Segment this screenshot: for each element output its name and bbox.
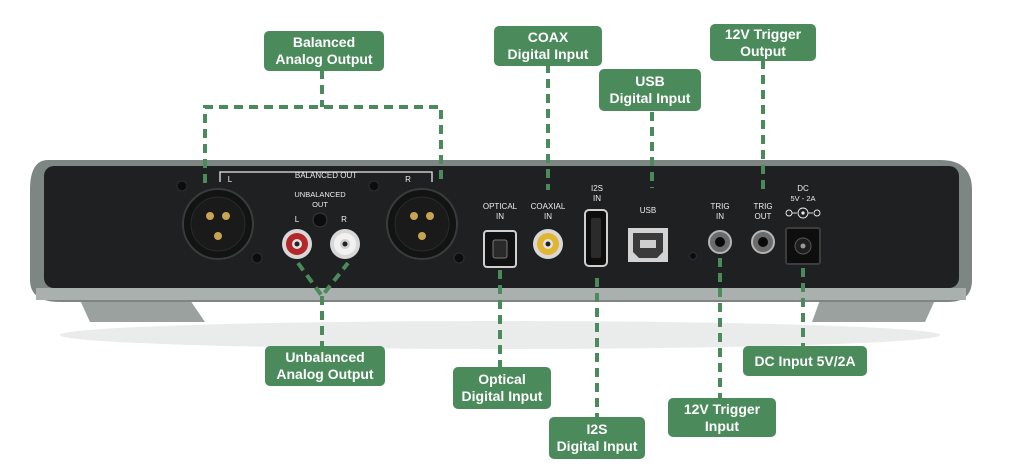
unbalanced-out-text-2: OUT [312, 200, 328, 209]
trigger-out-label-line-1: 12V Trigger [724, 25, 802, 42]
balanced-output-label: Balanced Analog Output [264, 31, 384, 71]
coaxial-text-1: COAXIAL [531, 202, 566, 211]
balanced-out-bracket [219, 171, 433, 182]
coax-label-line-2: Digital Input [507, 46, 589, 62]
balanced-out-text: BALANCED OUT [295, 171, 357, 180]
trigger-in-label-line-2: Input [704, 417, 740, 434]
screw [176, 180, 188, 192]
trigger-out-label-line-2: Output [740, 42, 786, 59]
balanced-l-text: L [228, 175, 233, 184]
right-foot [812, 300, 935, 322]
screw [689, 252, 697, 260]
leader-unbalanced-branch [296, 261, 350, 300]
balanced-label-line-1: Balanced [292, 34, 356, 50]
unbalanced-r-text: R [341, 215, 347, 224]
coaxial-text-2: IN [544, 212, 552, 221]
rear-panel [44, 166, 959, 288]
balanced-r-text: R [405, 175, 411, 184]
coax-input-label: COAX Digital Input [494, 26, 602, 66]
usb-b-port [628, 228, 668, 262]
i2s-text-2: IN [593, 194, 601, 203]
trigger-output-label: 12V Trigger Output [710, 24, 816, 61]
leader-balanced-branch [203, 105, 443, 183]
trigger-in-label-line-1: 12V Trigger [683, 400, 761, 417]
usb-text: USB [640, 206, 656, 215]
dc-input-label: DC Input 5V/2A [743, 346, 867, 376]
usb-label-line-2: Digital Input [609, 90, 691, 106]
unbalanced-l-text: L [295, 215, 300, 224]
screw [453, 252, 465, 264]
i2s-text-1: I2S [591, 184, 603, 193]
trig-out-text-2: OUT [755, 212, 772, 221]
unbalanced-label-line-2: Analog Output [276, 366, 374, 382]
coaxial-jack [533, 229, 563, 259]
dc-label-line-1: DC Input 5V/2A [754, 352, 856, 369]
unbalanced-output-label: Unbalanced Analog Output [265, 346, 385, 386]
usb-label-line-1: USB [635, 73, 665, 89]
i2s-label-line-1: I2S [586, 421, 608, 437]
trigger-out-jack [751, 230, 775, 254]
optical-label-line-1: Optical [478, 371, 526, 387]
dc-text-2: 5V - 2A [790, 194, 815, 203]
i2s-hdmi-port [584, 209, 608, 267]
i2s-label-line-2: Digital Input [556, 438, 638, 454]
dc-power-jack [785, 227, 821, 265]
coax-label-line-1: COAX [527, 29, 569, 45]
unbalanced-out-text-1: UNBALANCED [294, 190, 346, 199]
trigger-in-jack [708, 230, 732, 254]
usb-input-label: USB Digital Input [599, 69, 701, 111]
unbalanced-label-line-1: Unbalanced [285, 349, 365, 365]
trig-in-text-1: TRIG [710, 202, 729, 211]
optical-input-label: Optical Digital Input [453, 367, 551, 409]
optical-label-line-2: Digital Input [461, 388, 543, 404]
trig-out-text-1: TRIG [753, 202, 772, 211]
leader-lines [203, 60, 805, 418]
i2s-input-label: I2S Digital Input [549, 417, 645, 459]
xlr-left-connector [182, 188, 254, 260]
ground-post [312, 212, 328, 228]
dc-polarity-icon [785, 207, 821, 219]
rca-left-jack [282, 229, 312, 259]
dc-text-1: DC [797, 184, 809, 193]
xlr-right-connector [386, 188, 458, 260]
screw [251, 252, 263, 264]
optical-port [483, 230, 517, 268]
balanced-label-line-2: Analog Output [275, 51, 373, 67]
left-foot [80, 300, 205, 322]
optical-text-2: IN [496, 212, 504, 221]
rca-right-jack [330, 229, 360, 259]
trigger-input-label: 12V Trigger Input [668, 398, 776, 437]
trig-in-text-2: IN [716, 212, 724, 221]
optical-text-1: OPTICAL [483, 202, 518, 211]
screw [368, 180, 380, 192]
